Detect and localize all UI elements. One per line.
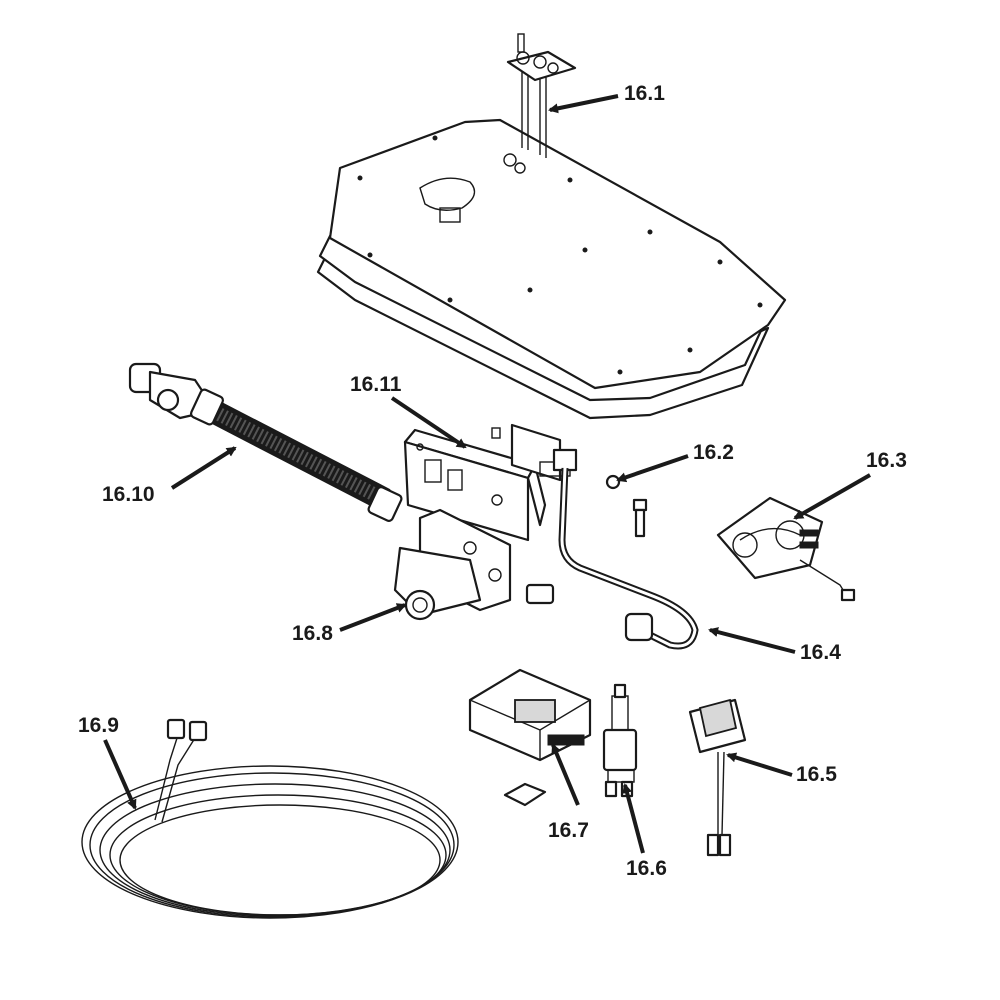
arrow-16-10	[170, 446, 237, 490]
control-module-part	[468, 668, 592, 807]
callout-16-3: 16.3	[866, 449, 907, 472]
arrow-16-3	[793, 473, 871, 520]
wire-harness-part	[602, 683, 638, 798]
arrow-16-9	[103, 739, 137, 810]
callout-16-10: 16.10	[102, 483, 155, 506]
callout-16-7: 16.7	[548, 819, 589, 842]
callout-16-2: 16.2	[693, 441, 734, 464]
arrow-16-6	[622, 783, 645, 854]
valve-bracket-part	[403, 423, 578, 542]
screw-part	[605, 474, 648, 538]
callout-16-9: 16.9	[78, 714, 119, 737]
arrow-16-2	[616, 454, 689, 483]
callout-16-8: 16.8	[292, 622, 333, 645]
wire-coil-part	[81, 718, 459, 919]
arrow-16-8	[339, 603, 407, 632]
gas-valve-part	[393, 508, 555, 621]
callout-16-1: 16.1	[624, 82, 665, 105]
arrow-16-11	[390, 396, 467, 449]
arrow-16-5	[726, 752, 793, 777]
arrow-16-7	[551, 743, 580, 806]
callout-arrows	[103, 94, 871, 854]
callout-16-11: 16.11	[350, 373, 402, 396]
arrow-16-1	[548, 94, 619, 114]
pilot-tube-part	[558, 467, 699, 650]
gas-line-part	[128, 362, 403, 522]
arrow-16-4	[708, 627, 796, 654]
burner-tray-part	[316, 33, 787, 420]
receiver-part	[716, 496, 856, 602]
callout-16-4: 16.4	[800, 641, 841, 664]
power-adapter-part	[688, 698, 747, 857]
callout-16-6: 16.6	[626, 857, 667, 880]
callout-16-5: 16.5	[796, 763, 837, 786]
